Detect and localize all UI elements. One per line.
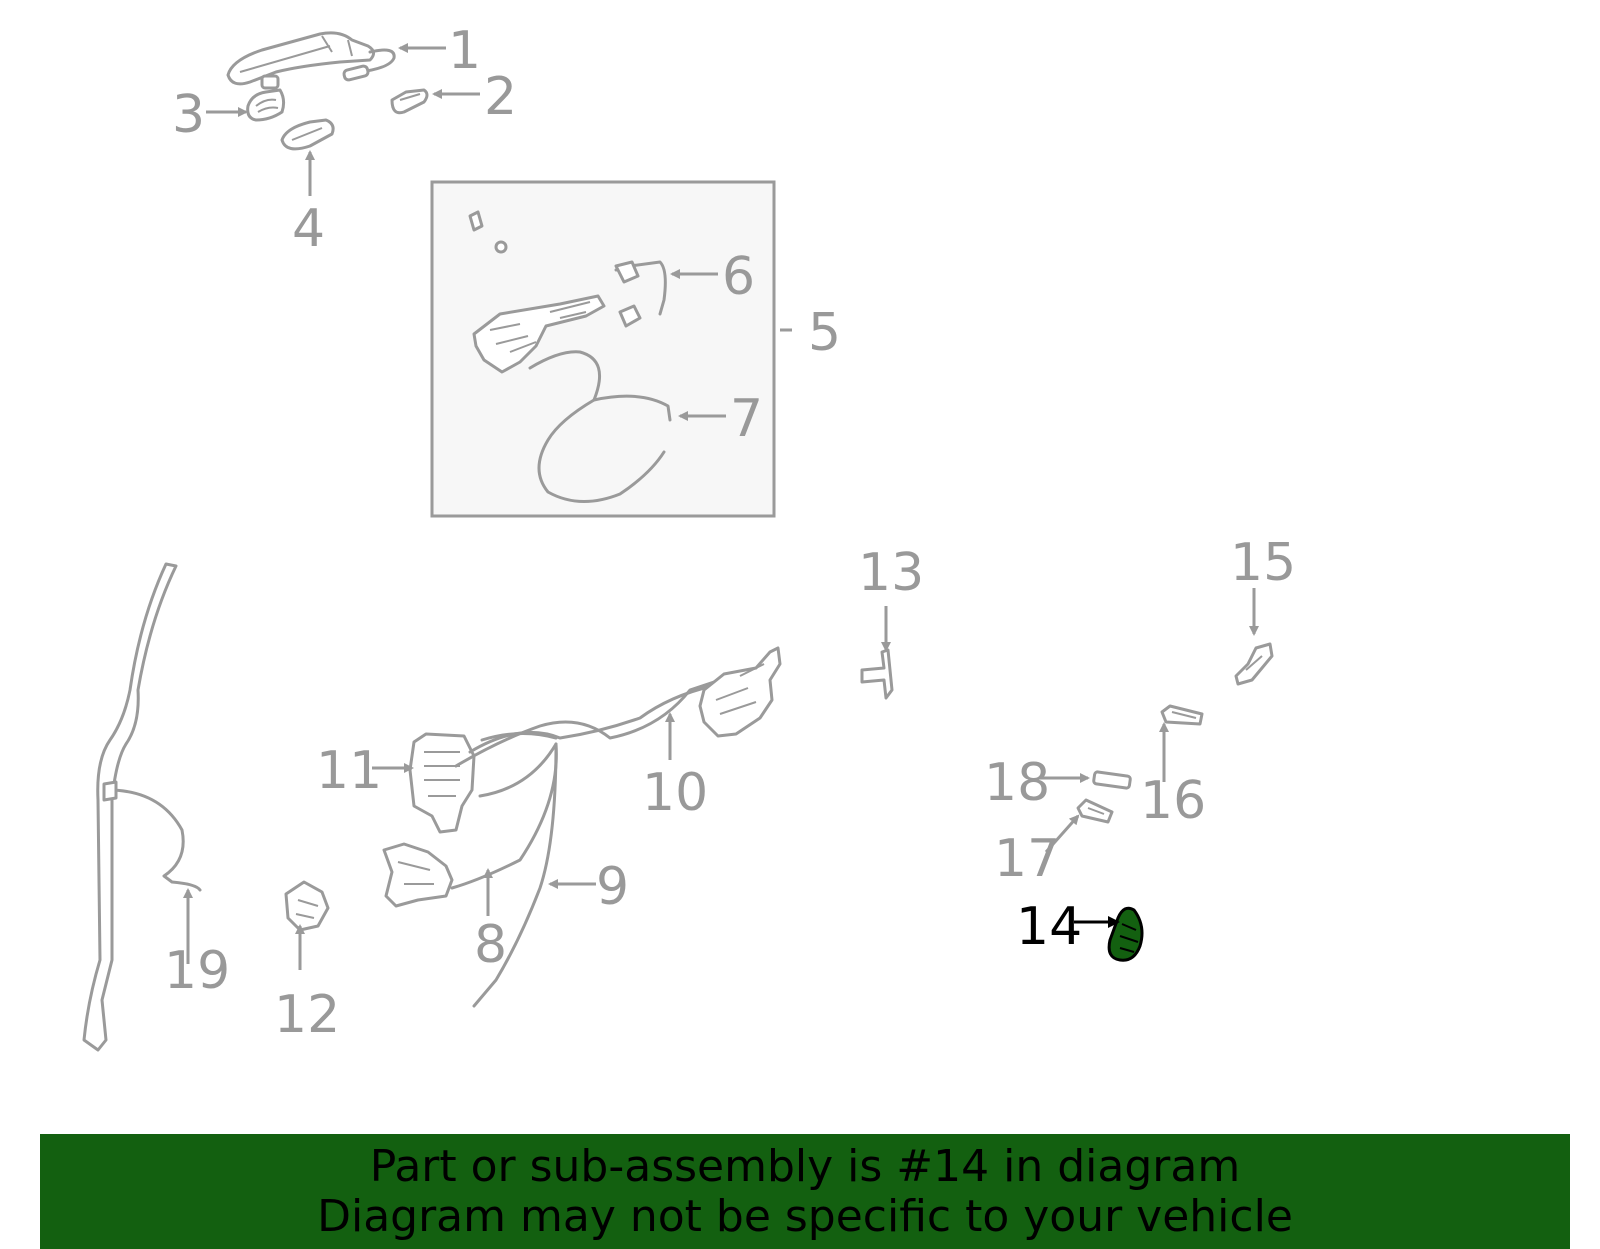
callout-18: 18 xyxy=(984,753,1050,813)
callout-7: 7 xyxy=(730,389,763,449)
lock-bracket-part[interactable] xyxy=(382,842,454,908)
weatherstrip-part[interactable] xyxy=(82,562,202,1052)
door-lock-actuator-part[interactable] xyxy=(408,732,476,834)
banner-line-1: Part or sub-assembly is #14 in diagram xyxy=(369,1141,1241,1192)
callout-labels: 1 2 3 4 5 6 7 8 9 10 11 12 13 14 15 16 1… xyxy=(164,21,1296,1045)
handle-cap-part[interactable] xyxy=(390,88,429,115)
outer-door-handle-part[interactable] xyxy=(226,31,396,86)
callout-5: 5 xyxy=(808,303,841,363)
callout-11: 11 xyxy=(316,741,382,801)
lock-cables[interactable] xyxy=(450,678,722,1008)
callout-19: 19 xyxy=(164,941,230,1001)
hinge-part[interactable] xyxy=(1234,642,1274,686)
callout-arrows xyxy=(183,43,1259,970)
handle-gasket-part[interactable] xyxy=(280,118,335,151)
small-clip-part[interactable] xyxy=(1076,798,1114,824)
callout-2: 2 xyxy=(484,67,517,127)
callout-16: 16 xyxy=(1140,771,1206,831)
callout-3: 3 xyxy=(172,85,205,145)
lock-assembly-box[interactable] xyxy=(430,180,776,518)
callout-1: 1 xyxy=(448,21,481,81)
door-latch-part[interactable] xyxy=(698,646,782,738)
callout-8: 8 xyxy=(474,915,507,975)
highlighted-part-14[interactable] xyxy=(1107,906,1144,962)
callout-15: 15 xyxy=(1230,533,1296,593)
cylinder-cover-part[interactable] xyxy=(246,74,286,122)
callout-10: 10 xyxy=(642,763,708,823)
callout-6: 6 xyxy=(722,247,755,307)
callout-17: 17 xyxy=(994,829,1060,889)
callout-13: 13 xyxy=(858,543,924,603)
rod-clip-part[interactable] xyxy=(860,648,894,700)
trim-pad-part[interactable] xyxy=(1092,770,1132,790)
info-banner: Part or sub-assembly is #14 in diagram D… xyxy=(40,1134,1570,1249)
callout-14: 14 xyxy=(1016,897,1082,957)
callout-12: 12 xyxy=(274,985,340,1045)
callout-9: 9 xyxy=(596,857,629,917)
handle-bezel-part[interactable] xyxy=(1160,704,1204,726)
callout-4: 4 xyxy=(292,199,325,259)
striker-plate-part[interactable] xyxy=(284,880,330,932)
banner-line-2: Diagram may not be specific to your vehi… xyxy=(317,1191,1293,1242)
